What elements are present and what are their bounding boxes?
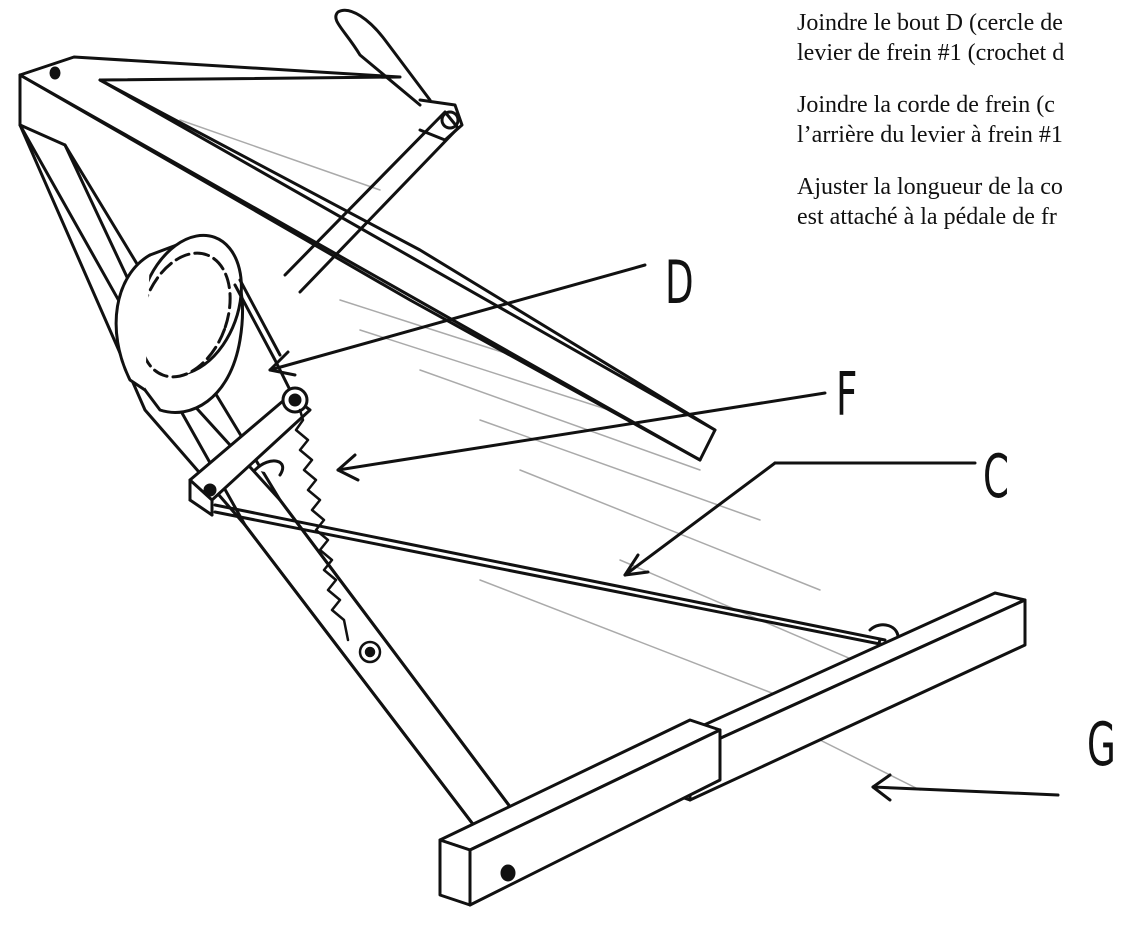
instruction-line: levier de frein #1 (crochet d xyxy=(797,40,1065,66)
arrow-g xyxy=(871,773,1060,802)
beam-bolt-hole xyxy=(49,66,61,80)
callout-arrows xyxy=(268,263,1060,802)
arrow-f xyxy=(336,391,827,482)
main-beam xyxy=(18,55,717,462)
callout-label-d: D xyxy=(665,248,694,318)
arrow-d xyxy=(268,263,647,377)
spring-f xyxy=(294,408,382,664)
callout-label-f: F xyxy=(836,360,858,430)
foot-bolt xyxy=(500,864,516,882)
instruction-line: est attaché à la pédale de fr xyxy=(797,204,1057,230)
instruction-line: Ajuster la longueur de la co xyxy=(797,174,1063,200)
brake-lever xyxy=(188,386,312,517)
instruction-line: l’arrière du levier à frein #1 xyxy=(797,122,1063,148)
brake-cord-d xyxy=(233,278,292,392)
left-leg xyxy=(18,123,522,842)
instruction-step-2: Joindre la corde de frein (c l’arrière d… xyxy=(797,90,1144,150)
callout-label-g: G xyxy=(1087,710,1116,780)
instruction-line: Joindre la corde de frein (c xyxy=(797,92,1055,118)
assembly-instructions: Joindre le bout D (cercle de levier de f… xyxy=(797,8,1144,254)
instruction-step-1: Joindre le bout D (cercle de levier de f… xyxy=(797,8,1144,68)
shading-hatch xyxy=(179,119,921,791)
instruction-step-3: Ajuster la longueur de la co est attaché… xyxy=(797,172,1144,232)
arrow-c xyxy=(623,461,977,577)
crank-handle xyxy=(283,8,464,294)
instruction-line: Joindre le bout D (cercle de xyxy=(797,10,1063,36)
base-foot xyxy=(438,718,722,907)
callout-label-c: C xyxy=(983,442,1009,512)
brake-drum xyxy=(114,233,245,414)
